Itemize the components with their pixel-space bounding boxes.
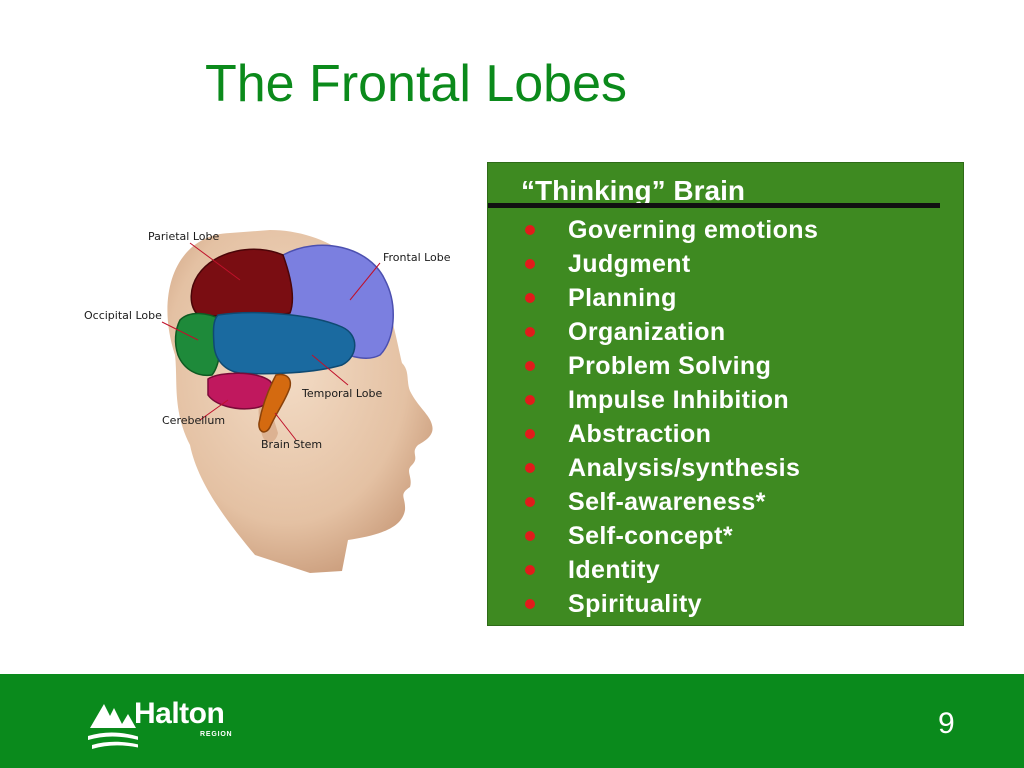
bullet-icon (525, 531, 535, 541)
brain-stem (258, 373, 292, 433)
label-frontal-lobe: Frontal Lobe (383, 251, 451, 264)
bullet-icon (525, 429, 535, 439)
leader-lines (161, 242, 381, 441)
bullet-icon (525, 361, 535, 371)
brain-head-illustration (161, 230, 433, 573)
bullet-icon (525, 327, 535, 337)
logo-name: Halton (134, 697, 225, 730)
bullet-icon (525, 497, 535, 507)
bullet-icon (525, 565, 535, 575)
box-title-underline (488, 203, 940, 208)
bullet-icon (525, 395, 535, 405)
box-title: “Thinking” Brain (521, 175, 745, 206)
slide-title: The Frontal Lobes (205, 55, 628, 113)
bullet-icon (525, 225, 535, 235)
parietal-lobe (190, 248, 294, 318)
label-cerebellum: Cerebellum (162, 414, 226, 427)
thinking-brain-box: “Thinking” Brain Governing emotions Judg… (487, 162, 964, 626)
occipital-lobe (174, 312, 222, 377)
bullet-icon (525, 259, 535, 269)
halton-logo: Halton REGION (88, 696, 248, 752)
label-brain-stem: Brain Stem (261, 438, 323, 451)
page-number: 9 (938, 707, 955, 740)
brain-figure: Parietal Lobe Frontal Lobe Occipital Lob… (80, 195, 470, 580)
label-temporal-lobe: Temporal Lobe (302, 387, 383, 400)
temporal-lobe (212, 312, 356, 375)
halton-logo-icon (88, 704, 138, 749)
footer-bar: Halton REGION 9 (0, 674, 1024, 768)
logo-subtitle: REGION (200, 731, 233, 738)
bullet-icon (525, 599, 535, 609)
label-occipital-lobe: Occipital Lobe (84, 309, 162, 322)
bullet-icon (525, 463, 535, 473)
bullet-icon (525, 293, 535, 303)
label-parietal-lobe: Parietal Lobe (148, 230, 220, 243)
